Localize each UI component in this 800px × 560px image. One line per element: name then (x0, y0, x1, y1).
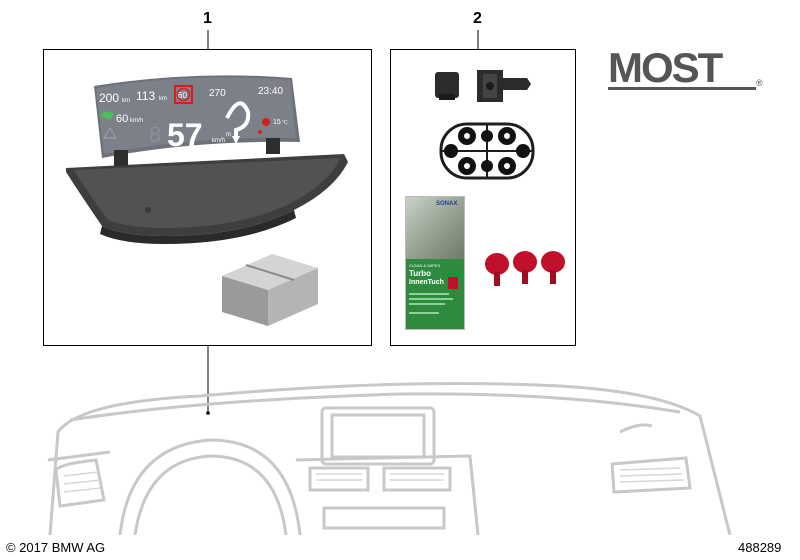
callout-2: 2 (473, 10, 482, 27)
cloth-line1: CLEAN & WIPES (409, 263, 441, 268)
cleaning-cloth-packet: SONAX CLEAN & WIPES Turbo InnenTuch (405, 196, 465, 330)
hud-distance-mid: 113 (136, 89, 155, 103)
dashboard-illustration (47, 382, 732, 535)
part-1-box: 200 km 113 km 60 270 23:40 m 60 km/h 57 … (43, 49, 372, 346)
hud-unit-illustration (66, 75, 348, 244)
red-caps (485, 251, 565, 286)
leader-dot (206, 411, 210, 415)
document-number: 488289 (738, 540, 782, 555)
hud-readouts: 200 km 113 km 60 270 23:40 m 60 km/h 57 … (99, 85, 288, 153)
most-logo: MOST ® (606, 44, 766, 96)
hud-distance-left: 200 (99, 91, 119, 105)
cloth-line3: InnenTuch (409, 279, 444, 286)
copyright-text: © 2017 BMW AG (6, 540, 106, 555)
cloth-line2: Turbo (409, 269, 432, 278)
hud-speed: 57 (167, 117, 203, 153)
hud-nav-distance: 270 (209, 88, 226, 99)
hud-speed-unit: km/h (212, 138, 225, 144)
cloth-brand: SONAX (436, 201, 458, 207)
part-2-box: SONAX CLEAN & WIPES Turbo InnenTuch (390, 49, 576, 346)
hud-set-speed: 60 (116, 113, 128, 125)
hud-time: 23:40 (258, 86, 283, 97)
callout-1: 1 (203, 10, 212, 27)
suction-pad-frame (439, 122, 535, 180)
mounting-clips (435, 70, 531, 102)
logo-text: MOST (608, 46, 724, 91)
packaging-carton (222, 254, 318, 326)
logo-registered: ® (756, 78, 763, 88)
hud-temp: 15 (273, 119, 281, 126)
hud-distance-left-unit: km (122, 98, 130, 104)
svg-text:8: 8 (149, 122, 161, 147)
hud-nav-unit: m (226, 132, 231, 138)
hud-temp-unit: °C (282, 120, 288, 126)
hud-speed-limit: 60 (178, 91, 187, 100)
hud-set-speed-unit: km/h (130, 118, 143, 124)
hud-distance-mid-unit: km (159, 96, 167, 102)
